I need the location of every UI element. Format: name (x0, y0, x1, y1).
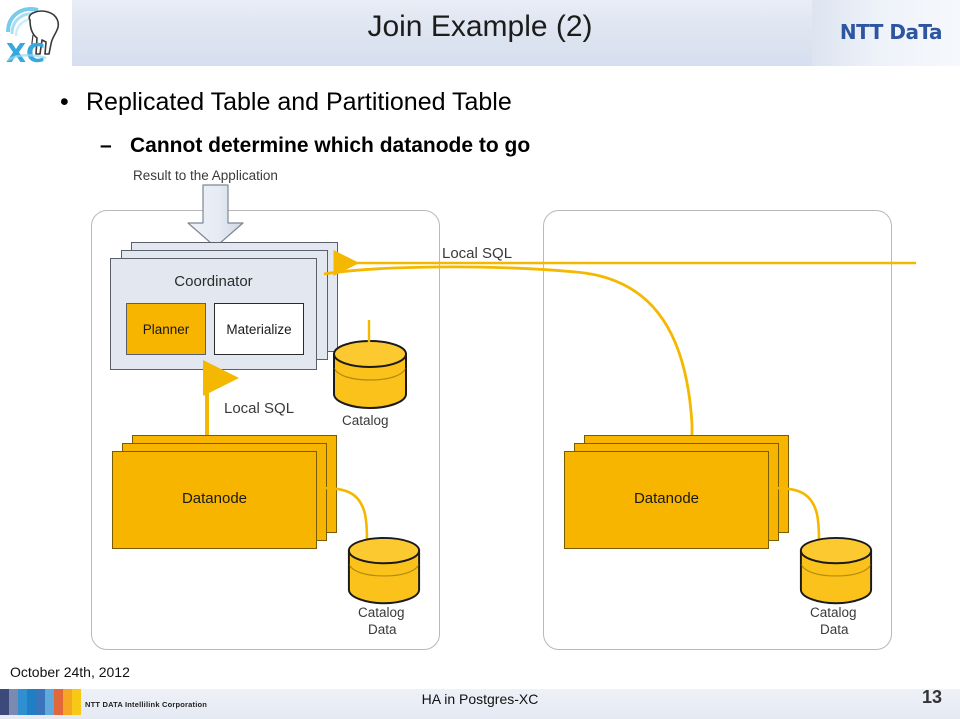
footer-swatch (18, 689, 27, 715)
svg-text:X: X (6, 39, 26, 69)
datanode-label-right: Datanode (633, 490, 700, 507)
footer-swatch (63, 689, 72, 715)
postgres-xc-logo-icon: X C (2, 2, 70, 69)
coordinator-sheet-front: Coordinator Planner Materialize (110, 258, 317, 370)
remote-sql-dispatch-arrow (323, 265, 720, 532)
footer-corporation: NTT DATA Intellilink Corporation (85, 700, 208, 709)
result-flow-arrow-icon (185, 184, 245, 248)
catalog-data-label-left-line1: Catalog (358, 605, 405, 620)
footer-swatch (36, 689, 45, 715)
local-sql-remote-label: Local SQL (442, 245, 513, 262)
footer-swatch (54, 689, 63, 715)
bullet-sub-text: Cannot determine which datanode to go (130, 134, 531, 157)
coordinator-label: Coordinator (174, 273, 253, 290)
architecture-diagram: Result to the Application (0, 160, 960, 660)
page-number: 13 (921, 687, 942, 707)
local-sql-inner-label: Local SQL (224, 400, 295, 417)
planner-box: Planner (126, 303, 206, 355)
datanode-sheet-front-right: Datanode (564, 451, 769, 549)
footer-swatch (45, 689, 54, 715)
catalog-data-label-right-line2: Data (820, 622, 849, 637)
bullet-sub: –Cannot determine which datanode to go (100, 134, 530, 158)
datanode-label-left: Datanode (181, 490, 248, 507)
remote-sql-return-arrow (333, 250, 916, 276)
subbullet-marker: – (100, 134, 112, 157)
catalog-data-label-right-line1: Catalog (810, 605, 857, 620)
catalog-label: Catalog (342, 413, 389, 428)
footer-bar (0, 689, 960, 719)
result-to-application-label: Result to the Application (133, 168, 278, 183)
catalog-cylinder-icon (330, 338, 410, 418)
datanode-sheet-front-left: Datanode (112, 451, 317, 549)
datanode-catalogdata-connector-left (316, 486, 369, 541)
slide-date: October 24th, 2012 (10, 664, 130, 680)
bullet-main: • Replicated Table and Partitioned Table (60, 88, 512, 117)
catalog-data-label-left-line2: Data (368, 622, 397, 637)
materialize-box: Materialize (214, 303, 304, 355)
footer-swatch (0, 689, 9, 715)
bullet-marker: • (60, 88, 69, 116)
footer-swatch (72, 689, 81, 715)
footer-deck-title: HA in Postgres-XC (421, 691, 539, 707)
footer-swatch (9, 689, 18, 715)
ntt-data-logo: NTT DaTa (839, 20, 943, 44)
header-right-gradient (812, 0, 960, 66)
page-title: Join Example (2) (367, 10, 593, 43)
catalog-data-cylinder-left (345, 535, 423, 613)
footer-swatch (27, 689, 36, 715)
svg-text:C: C (26, 39, 45, 69)
footer-color-swatches (0, 689, 81, 715)
catalog-data-cylinder-right (797, 535, 875, 613)
coordinator-catalog-connector (367, 320, 371, 342)
bullet-main-text: Replicated Table and Partitioned Table (86, 88, 512, 116)
slide-header-bar (0, 0, 960, 66)
datanode-catalogdata-connector-right (768, 486, 821, 541)
